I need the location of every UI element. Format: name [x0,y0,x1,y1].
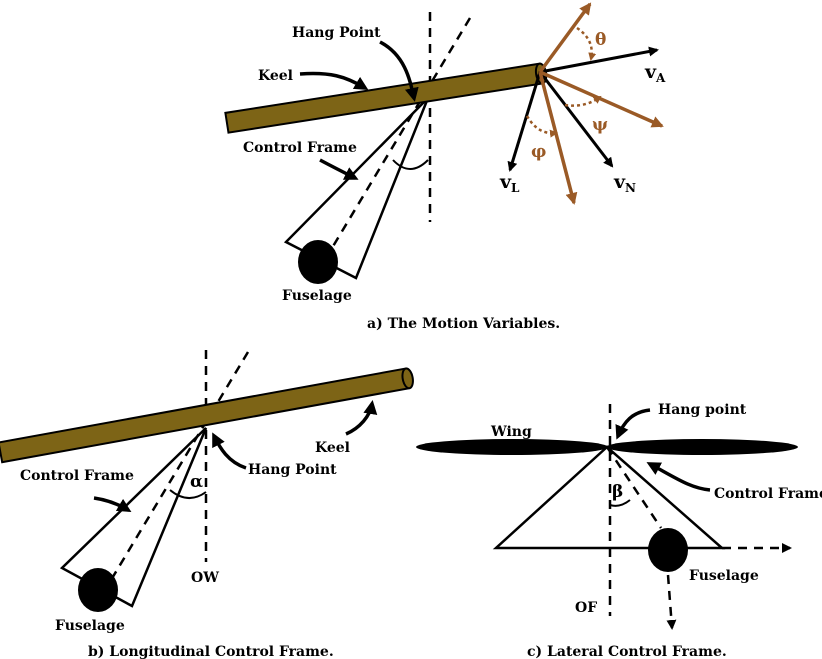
psi-arc [564,95,602,107]
fuselage-ellipse-b [78,568,118,612]
frame-axis-dashed-line-c [605,446,663,529]
panel-a: Hang Point Keel Control Frame Fuselage v… [224,2,666,332]
hang-point-arrow-b [212,432,247,470]
phi-label: φ [531,142,546,162]
caption-a: a) The Motion Variables. [367,316,560,332]
panel-b: Control Frame Hang Point Keel Fuselage O… [0,350,414,659]
v-l-vector [507,71,542,172]
fuselage-ellipse [298,240,338,284]
hang-point-label: Hang Point [292,25,381,41]
of-label: OF [575,600,597,616]
psi-label: ψ [592,115,608,135]
frame-angle-arc [392,159,429,170]
beta-label: β [612,482,623,502]
brown-down-vector [538,71,578,205]
v-a-label: vA [644,61,666,85]
control-frame-arrow [319,158,359,180]
alpha-label: α [190,472,203,492]
theta-label: θ [595,30,606,50]
keel-label-b: Keel [315,440,350,456]
control-frame-arrow-c [646,462,711,492]
wing-left-ellipse [416,439,608,455]
hang-point-label-b: Hang Point [248,462,337,478]
fuselage-ellipse-c [648,528,688,572]
v-a-vector [539,46,659,74]
fuselage-label-c: Fuselage [689,568,759,584]
theta-arc [576,26,597,61]
hang-point-label-c: Hang point [658,402,747,418]
frame-axis-dashed-line [324,17,472,259]
control-frame-arrow-b [93,496,132,513]
fuselage-label-b: Fuselage [55,618,125,634]
control-frame-label-c: Control Frame [714,486,822,502]
keel-arrow [299,71,369,91]
v-n-label: vN [613,171,636,195]
keel-label: Keel [258,68,293,84]
keel-arrow-b [345,400,378,436]
keel-tube-b [0,367,414,464]
fuselage-label: Fuselage [282,288,352,304]
brown-up-vector [538,2,592,74]
frame-angle-arc-b [169,489,207,499]
wing-right-ellipse [606,439,798,455]
control-frame-label-b: Control Frame [20,468,134,484]
caption-b: b) Longitudinal Control Frame. [88,644,334,659]
v-n-vector [538,71,614,168]
frame-angle-arc-c [609,499,631,507]
phi-arc [525,115,558,138]
frame-axis-dashed-line-b [103,351,250,591]
panel-c: Wing Hang point Control Frame Fuselage O… [416,402,822,659]
ow-label: OW [191,570,219,586]
hang-point-arrow-c [615,408,651,440]
control-frame-label: Control Frame [243,140,357,156]
wing-label: Wing [490,424,532,440]
caption-c: c) Lateral Control Frame. [527,644,727,659]
control-frame-triangle-c [492,445,726,550]
hang-point-arrow [379,40,419,102]
down-dashed-arrow [666,574,677,630]
v-l-label: vL [499,171,520,195]
